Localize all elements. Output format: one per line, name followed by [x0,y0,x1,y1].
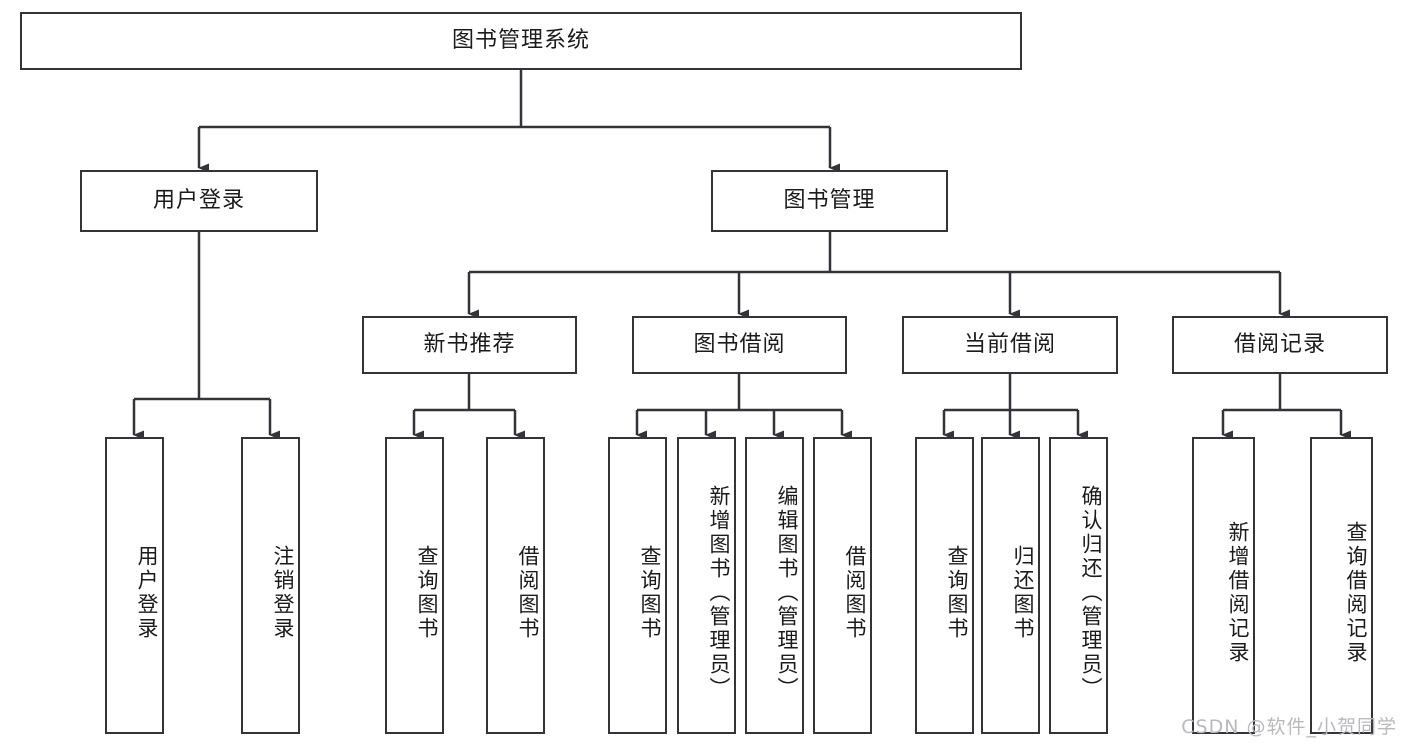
node-label: 新增图书（管理员） [707,484,731,701]
node-leaf-return-book[interactable]: 归还图书 [981,437,1040,734]
node-label: 编辑图书（管理员） [775,484,799,701]
node-leaf-add-record[interactable]: 新增借阅记录 [1192,437,1255,734]
node-leaf-query-record[interactable]: 查询借阅记录 [1310,437,1373,734]
node-label: 确认归还（管理员） [1079,484,1103,701]
node-book-borrow[interactable]: 图书借阅 [632,316,847,374]
node-label: 当前借阅 [963,331,1056,357]
node-label: 查询图书 [415,544,439,641]
node-label: 查询图书 [945,544,969,641]
node-label: 注销登录 [271,544,295,641]
node-leaf-add-book[interactable]: 新增图书（管理员） [677,437,736,734]
node-leaf-user-login[interactable]: 用户登录 [105,437,164,734]
node-label: 归还图书 [1011,544,1035,641]
node-label: 图书借阅 [693,331,786,357]
node-label: 借阅图书 [516,544,540,641]
node-label: 借阅图书 [843,544,867,641]
node-label: 图书管理系统 [451,27,590,53]
node-label: 查询借阅记录 [1344,520,1368,665]
node-borrow-record[interactable]: 借阅记录 [1172,316,1388,374]
node-label: 用户登录 [152,187,245,213]
node-label: 查询图书 [638,544,662,641]
node-user-login[interactable]: 用户登录 [80,170,318,232]
node-leaf-query-book-2[interactable]: 查询图书 [608,437,667,734]
node-label: 用户登录 [135,544,159,641]
node-label: 图书管理 [783,187,876,213]
node-leaf-query-book-3[interactable]: 查询图书 [915,437,974,734]
node-root[interactable]: 图书管理系统 [20,12,1022,70]
node-label: 新增借阅记录 [1226,520,1250,665]
node-leaf-query-book-1[interactable]: 查询图书 [385,437,444,734]
watermark-label: CSDN @软件_小贺同学 [1181,716,1397,738]
node-label: 新书推荐 [423,331,516,357]
node-new-book-recommend[interactable]: 新书推荐 [362,316,577,374]
node-book-manage[interactable]: 图书管理 [711,170,948,232]
node-current-borrow[interactable]: 当前借阅 [902,316,1118,374]
node-leaf-borrow-book-1[interactable]: 借阅图书 [486,437,545,734]
node-leaf-user-logout[interactable]: 注销登录 [241,437,300,734]
node-leaf-edit-book[interactable]: 编辑图书（管理员） [745,437,804,734]
node-leaf-borrow-book-2[interactable]: 借阅图书 [813,437,872,734]
node-label: 借阅记录 [1233,331,1326,357]
node-leaf-confirm-return[interactable]: 确认归还（管理员） [1049,437,1108,734]
